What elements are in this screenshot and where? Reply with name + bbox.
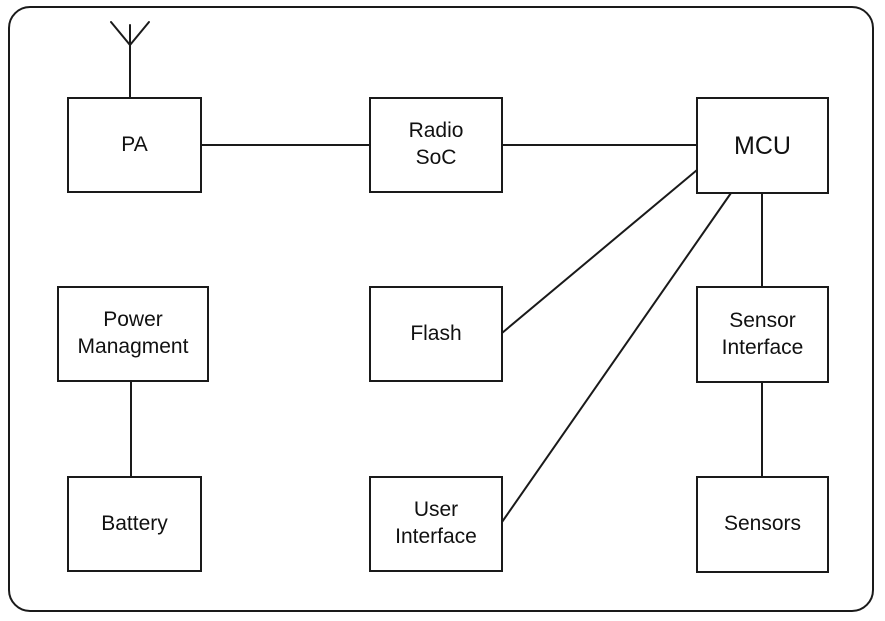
power-management-block: Power Managment <box>57 286 209 382</box>
diagram-frame <box>8 6 874 612</box>
antenna-icon <box>110 21 150 98</box>
sensor-interface-block: Sensor Interface <box>696 286 829 383</box>
sensors-block: Sensors <box>696 476 829 573</box>
radio-soc-block: Radio SoC <box>369 97 503 193</box>
mcu-block: MCU <box>696 97 829 194</box>
link-mcu-user-interface <box>501 192 732 523</box>
pa-block: PA <box>67 97 202 193</box>
battery-block: Battery <box>67 476 202 572</box>
flash-block: Flash <box>369 286 503 382</box>
link-mcu-flash <box>501 169 698 334</box>
user-interface-block: User Interface <box>369 476 503 572</box>
